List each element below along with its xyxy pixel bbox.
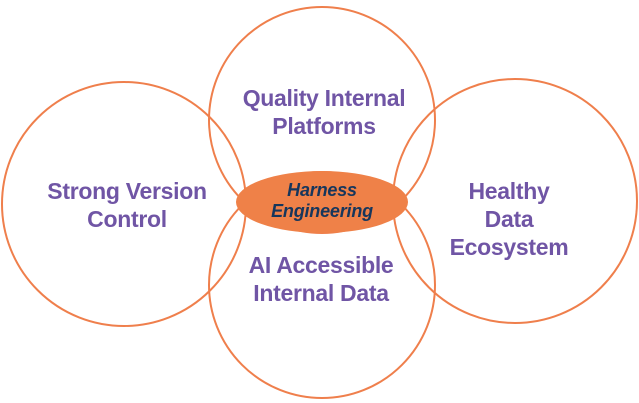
label-strong-version-control: Strong Version Control [47,178,207,232]
label-healthy-data-ecosystem: Healthy Data Ecosystem [449,178,569,260]
label-ai-accessible-internal-data: AI Accessible Internal Data [248,252,394,306]
center-ellipse [236,171,408,233]
label-harness-engineering: Harness Engineering [271,180,373,221]
label-quality-internal-platforms: Quality Internal Platforms [242,85,406,139]
